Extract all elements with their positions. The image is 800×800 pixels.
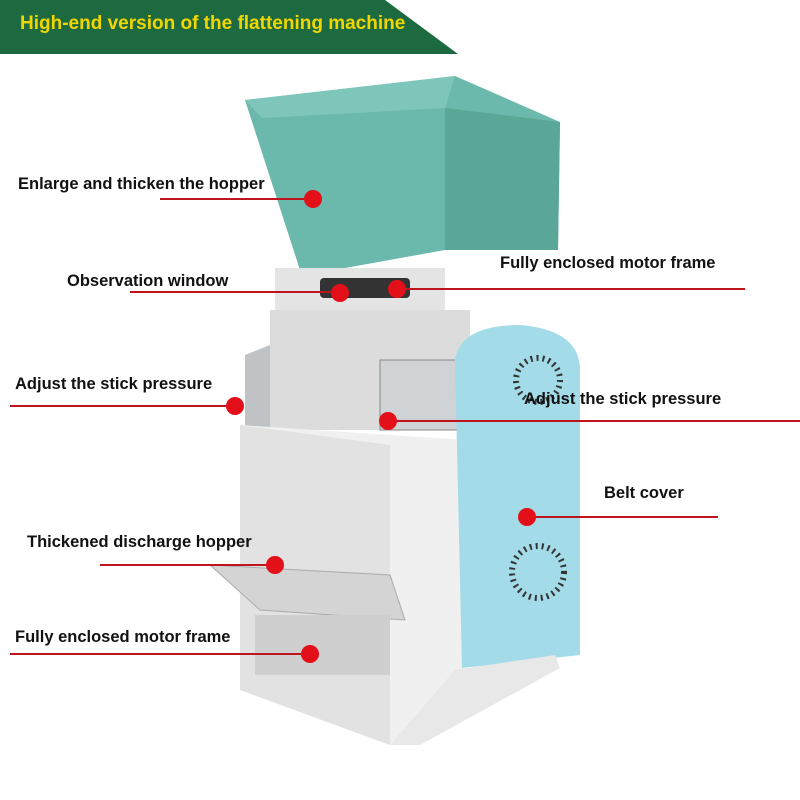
- marker-observation: [331, 284, 349, 302]
- marker-hopper: [304, 190, 322, 208]
- callout-line-discharge: [100, 564, 275, 566]
- marker-motor-bottom: [301, 645, 319, 663]
- callout-line-observation: [130, 291, 340, 293]
- banner-title: High-end version of the flattening machi…: [20, 13, 406, 34]
- marker-discharge: [266, 556, 284, 574]
- discharge-hopper: [208, 564, 406, 621]
- callout-line-motor-bottom: [10, 653, 310, 655]
- marker-pressure-right: [379, 412, 397, 430]
- belt-cover: [455, 325, 580, 668]
- label-pressure-left: Adjust the stick pressure: [15, 375, 213, 393]
- label-motor-frame-top: Fully enclosed motor frame: [500, 254, 716, 272]
- label-belt-cover: Belt cover: [604, 484, 684, 502]
- marker-pressure-left: [226, 397, 244, 415]
- title-banner: [0, 0, 458, 54]
- callout-line-pressure-right: [388, 420, 800, 422]
- callout-line-motor-top: [397, 288, 745, 290]
- label-discharge-hopper: Thickened discharge hopper: [27, 533, 252, 551]
- label-observation-window: Observation window: [67, 272, 229, 290]
- marker-motor-top: [388, 280, 406, 298]
- marker-belt: [518, 508, 536, 526]
- callout-line-hopper: [160, 198, 313, 200]
- label-hopper: Enlarge and thicken the hopper: [18, 175, 265, 193]
- callout-line-pressure-left: [10, 405, 235, 407]
- label-pressure-right: Adjust the stick pressure: [524, 390, 722, 408]
- label-motor-frame-bottom: Fully enclosed motor frame: [15, 628, 231, 646]
- callout-line-belt: [527, 516, 718, 518]
